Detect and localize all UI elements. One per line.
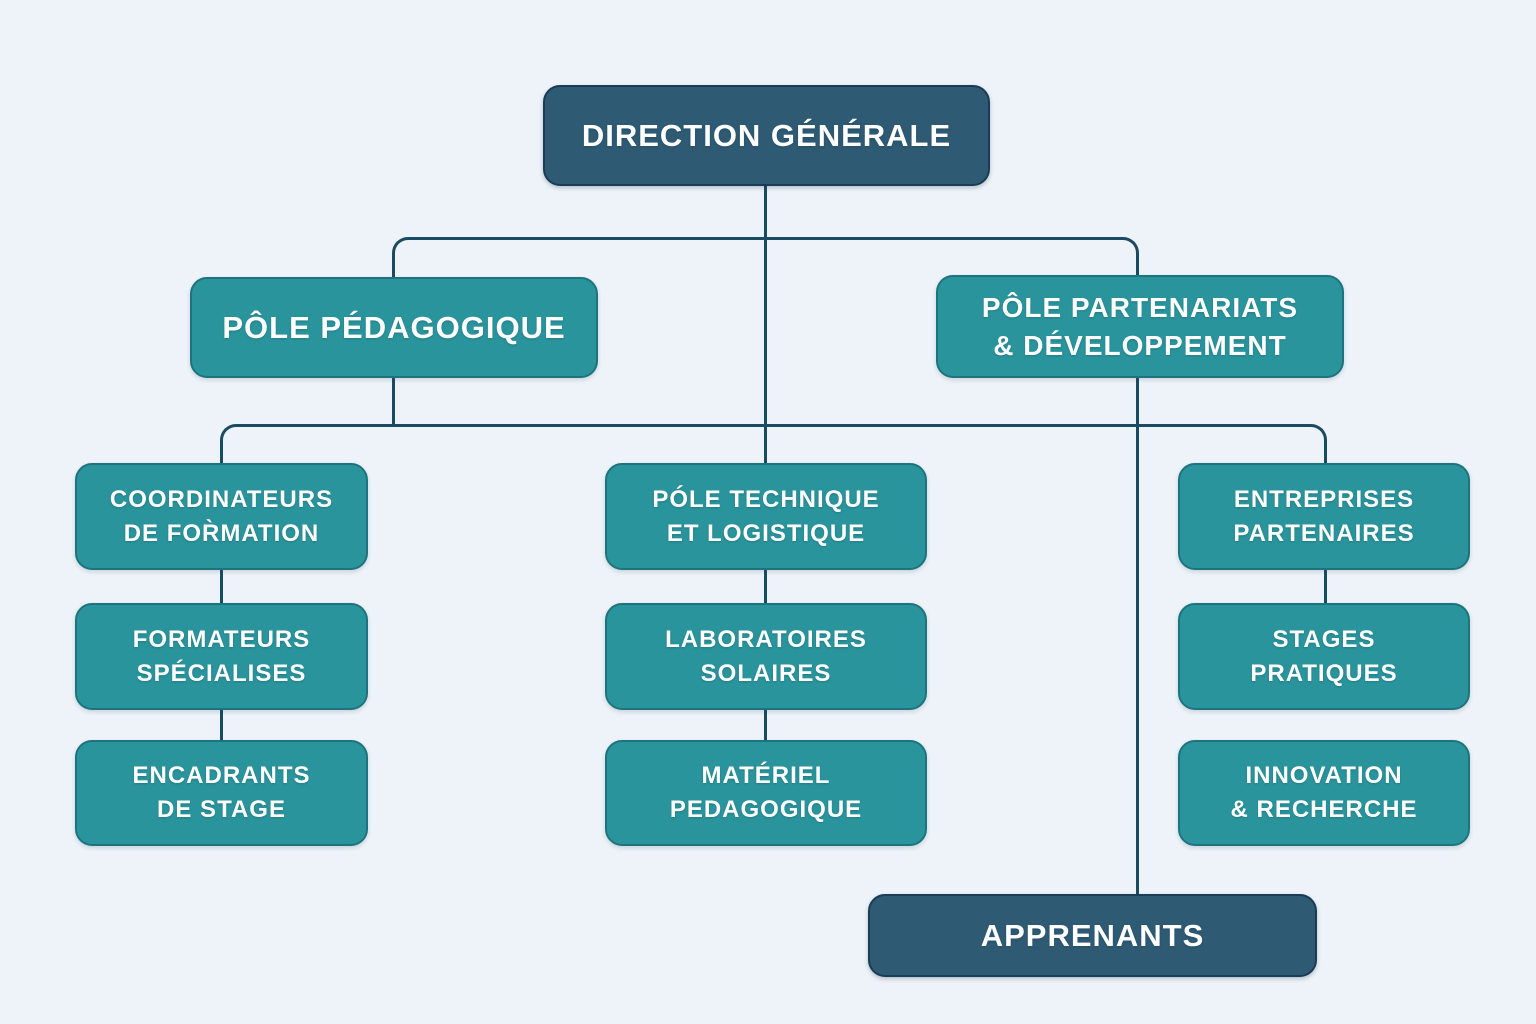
org-node-encadrants-stage: ENCADRANTS DE STAGE [75,740,368,846]
connector-laboratoires-materiel [764,710,767,742]
org-node-innovation-recherche: INNOVATION & RECHERCHE [1178,740,1470,846]
org-node-direction-generale: DIRECTION GÉNÉRALE [543,85,990,186]
org-node-label-line1: ENTREPRISES [1233,485,1415,513]
org-node-stages-pratiques: STAGES PRATIQUES [1178,603,1470,710]
connector-direction-center [764,186,767,464]
org-node-label-line2: SPÉCIALISES [136,659,307,687]
org-node-label-line1: LABORATOIRES [665,625,867,653]
connector-technique-laboratoires [764,570,767,605]
org-node-coordinateurs-formation: COORDINATEURS DE FOR̀MATION [75,463,368,570]
connector-pedagogique-down [392,378,395,426]
org-node-label-line2: ET LOGISTIQUE [666,519,866,547]
org-node-laboratoires-solaires: LABORATOIRES SOLAIRES [605,603,927,710]
connector-partenariats-apprenants [1136,378,1139,896]
connector-entreprises-stages [1324,570,1327,605]
org-node-label-line2: & RECHERCHE [1230,796,1418,823]
org-node-label-line1: STAGES [1272,625,1376,653]
org-node-label-line2: SOLAIRES [700,659,832,687]
org-node-formateurs-specialises: FORMATEURS SPÉCIALISES [75,603,368,710]
org-node-label: PÔLE PÉDAGOGIQUE [222,309,566,345]
org-node-label: APPRENANTS [980,917,1205,953]
connector-formateurs-encadrants [220,710,223,742]
org-node-label-line1: ENCADRANTS [132,762,311,789]
org-node-label-line2: DE FOR̀MATION [123,519,320,547]
org-node-label-line2: PRATIQUES [1250,659,1398,687]
org-node-apprenants: APPRENANTS [868,894,1317,977]
org-node-label-line2: PARTENAIRES [1233,519,1415,547]
org-node-label-line1: PÔLE PARTENARIATS [981,291,1299,323]
org-node-entreprises-partenaires: ENTREPRISES PARTENAIRES [1178,463,1470,570]
org-node-pole-partenariats: PÔLE PARTENARIATS & DÉVELOPPEMENT [936,275,1344,378]
org-node-label-line2: PEDAGOGIQUE [669,796,863,823]
org-node-pole-technique-logistique: PÓLE TECHNIQUE ET LOGISTIQUE [605,463,927,570]
connector-coordinateurs-formateurs [220,570,223,605]
org-node-materiel-pedagogique: MATÉRIEL PEDAGOGIQUE [605,740,927,846]
org-node-pole-pedagogique: PÔLE PÉDAGOGIQUE [190,277,598,378]
org-node-label-line2: DE STAGE [157,796,286,823]
org-node-label-line1: INNOVATION [1245,762,1403,789]
connector-level2-elbow [220,424,1327,465]
org-node-label-line1: PÓLE TECHNIQUE [652,485,880,513]
org-node-label-line1: MATÉRIEL [701,762,831,789]
org-node-label-line1: FORMATEURS [132,625,311,653]
org-node-label: DIRECTION GÉNÉRALE [581,117,952,153]
org-node-label-line2: & DÉVELOPPEMENT [993,329,1287,361]
org-node-label-line1: COORDINATEURS [109,485,334,513]
